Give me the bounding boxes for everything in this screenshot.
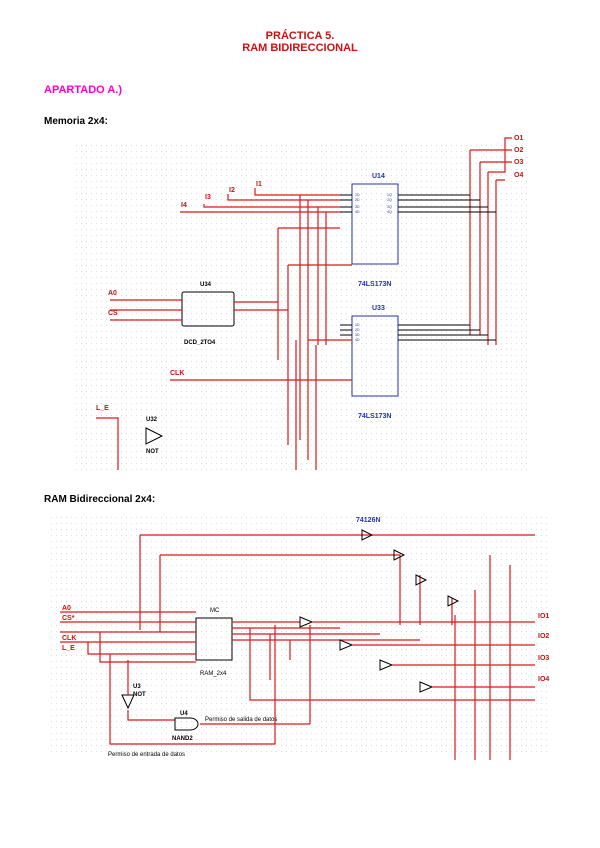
svg-text:1D: 1D <box>355 193 360 197</box>
svg-text:2D: 2D <box>355 328 360 332</box>
section-heading: APARTADO A.) <box>44 84 123 96</box>
in-le: L_E <box>96 405 109 412</box>
memory-grid <box>76 140 528 470</box>
svg-text:4D: 4D <box>355 210 360 214</box>
svg-text:3Q: 3Q <box>387 205 392 209</box>
u32-part: NOT <box>146 449 159 455</box>
doc-title-line2: RAM BIDIRECCIONAL <box>242 42 358 54</box>
mc-ref: MC <box>210 608 220 614</box>
svg-text:1D: 1D <box>355 323 360 327</box>
u4-part: NAND2 <box>172 736 193 742</box>
u14-ref: U14 <box>372 173 385 180</box>
u34-ref: U34 <box>200 282 212 288</box>
memory-data-inputs: I1 I2 I3 I4 <box>180 181 340 460</box>
in-cs: CS <box>108 310 118 317</box>
doc-title-line1: PRÁCTICA 5. <box>265 30 335 42</box>
svg-text:1Q: 1Q <box>387 193 392 197</box>
memory-output-pins: O1 O2 O3 O4 <box>469 135 523 345</box>
u4-ref: U4 <box>180 711 188 717</box>
svg-text:3D: 3D <box>355 205 360 209</box>
out-o3: O3 <box>514 159 523 166</box>
u32-ref: U32 <box>146 417 158 423</box>
u3-ref: U3 <box>133 684 141 690</box>
ram-in-clk: CLK <box>62 635 76 642</box>
chip-u34: U34 DCD_2TO4 A0 CS CLK <box>108 282 288 377</box>
out-o4: O4 <box>514 172 523 179</box>
u33-part: 74LS173N <box>358 413 391 420</box>
in-i4: I4 <box>181 202 187 209</box>
out-o2: O2 <box>514 147 523 154</box>
u34-part: DCD_2TO4 <box>184 340 216 346</box>
u3-part: NOT <box>133 692 146 698</box>
out-o1: O1 <box>514 135 523 142</box>
io-buffers: IO1 IO2 IO3 IO4 <box>232 613 549 701</box>
ram-in-le: L_E <box>62 645 75 652</box>
read-enable-label: Permiso de salida de datos <box>205 717 277 723</box>
u33-ref: U33 <box>372 305 385 312</box>
buffer-part: 74126N <box>356 517 381 524</box>
block-mc: MC RAM_2x4 A0 CS* CLK L_E <box>60 605 233 677</box>
chip-u32: U32 NOT L_E <box>96 405 164 470</box>
svg-text:2Q: 2Q <box>387 198 392 202</box>
io2: IO2 <box>538 633 549 640</box>
memory-heading: Memoria 2x4: <box>44 116 108 127</box>
in-a0: A0 <box>108 290 117 297</box>
control-gates: U3 NOT U4 NAND2 Permiso de salida de dat… <box>108 625 311 758</box>
svg-text:4D: 4D <box>355 338 360 342</box>
write-enable-label: Permiso de entrada de datos <box>108 752 185 758</box>
io1: IO1 <box>538 613 549 620</box>
ram-heading: RAM Bidireccional 2x4: <box>44 494 156 505</box>
in-clk: CLK <box>170 370 184 377</box>
in-i3: I3 <box>205 194 211 201</box>
in-i1: I1 <box>256 181 262 188</box>
ram-in-cs: CS* <box>62 615 75 622</box>
mc-part: RAM_2x4 <box>200 671 227 677</box>
ram-schematic: 74126N MC RAM_2x4 A0 CS* CLK L_E IO1 IO2… <box>50 512 549 760</box>
svg-text:4Q: 4Q <box>387 210 392 214</box>
ram-in-a0: A0 <box>62 605 71 612</box>
u14-part: 74LS173N <box>358 281 391 288</box>
svg-text:2D: 2D <box>355 198 360 202</box>
io3: IO3 <box>538 655 549 662</box>
svg-text:3D: 3D <box>355 333 360 337</box>
io4: IO4 <box>538 676 549 683</box>
in-i2: I2 <box>229 187 235 194</box>
